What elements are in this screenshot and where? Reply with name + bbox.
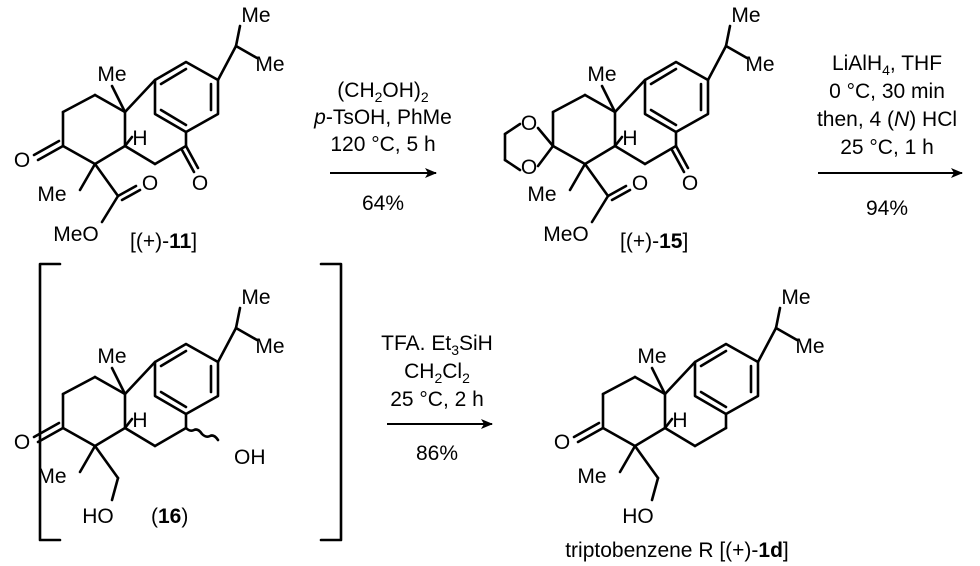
atom-o: O <box>682 172 698 195</box>
svg-text:25 °C, 2 h: 25 °C, 2 h <box>390 388 484 411</box>
svg-text:64%: 64% <box>362 192 404 215</box>
atom-me: Me <box>255 335 284 358</box>
compound-16-label: (16) <box>151 505 188 528</box>
svg-text:120 °C, 5 h: 120 °C, 5 h <box>330 133 435 156</box>
atom-ho: HO <box>622 505 654 528</box>
atom-me: Me <box>587 63 616 86</box>
atom-meo: MeO <box>53 223 99 246</box>
atom-me: Me <box>637 345 666 368</box>
atom-me: Me <box>795 335 824 358</box>
svg-text:then, 4 (N) HCl: then, 4 (N) HCl <box>817 108 957 131</box>
compound-11-label: [(+)-11] <box>130 230 197 253</box>
compound-1d-label: triptobenzene R [(+)-1d] <box>565 539 789 562</box>
atom-o: O <box>142 172 158 195</box>
svg-text:86%: 86% <box>416 442 458 465</box>
svg-text:0 °C, 30 min: 0 °C, 30 min <box>829 80 945 103</box>
atom-o: O <box>521 112 537 135</box>
compound-15-structure <box>503 24 749 224</box>
intermediate-brackets <box>38 262 343 542</box>
compound-16-structure <box>32 306 259 502</box>
atom-meo: MeO <box>543 223 589 246</box>
svg-text:(CH2OH)2: (CH2OH)2 <box>337 79 429 105</box>
atom-me: Me <box>255 53 284 76</box>
atom-me: Me <box>527 183 556 206</box>
compound-15-label: [(+)-15] <box>620 230 688 253</box>
atom-h: H <box>672 409 687 432</box>
atom-me: Me <box>731 4 760 27</box>
svg-text:LiAlH4, THF: LiAlH4, THF <box>832 52 942 78</box>
atom-ho: HO <box>82 505 114 528</box>
atom-me: Me <box>781 286 810 309</box>
atom-o: O <box>192 172 208 195</box>
atom-oh: OH <box>234 446 266 469</box>
svg-text:p-TsOH, PhMe: p-TsOH, PhMe <box>313 106 452 129</box>
atom-me: Me <box>97 63 126 86</box>
atom-me: Me <box>97 345 126 368</box>
svg-text:CH2Cl2: CH2Cl2 <box>404 360 470 386</box>
atom-o: O <box>14 149 30 172</box>
atom-me: Me <box>577 465 606 488</box>
atom-me: Me <box>241 286 270 309</box>
atom-h: H <box>132 409 147 432</box>
atom-h: H <box>622 127 637 150</box>
atom-me: Me <box>37 183 66 206</box>
atom-o: O <box>632 172 648 195</box>
atom-o: O <box>14 431 30 454</box>
step-2-conditions: LiAlH4, THF 0 °C, 30 min then, 4 (N) HCl… <box>817 52 963 220</box>
atom-me: Me <box>241 4 270 27</box>
atom-h: H <box>132 127 147 150</box>
compound-1d-structure <box>572 306 799 502</box>
step-3-conditions: TFA. Et3SiH CH2Cl2 25 °C, 2 h 86% <box>381 332 493 465</box>
svg-text:TFA. Et3SiH: TFA. Et3SiH <box>381 332 493 358</box>
atom-o: O <box>554 431 570 454</box>
svg-text:94%: 94% <box>866 197 908 220</box>
compound-11-structure <box>32 24 259 224</box>
svg-text:25 °C, 1 h: 25 °C, 1 h <box>840 136 934 159</box>
atom-me: Me <box>37 465 66 488</box>
atom-o: O <box>521 156 537 179</box>
step-1-conditions: (CH2OH)2 p-TsOH, PhMe 120 °C, 5 h 64% <box>313 79 452 215</box>
atom-me: Me <box>745 53 774 76</box>
